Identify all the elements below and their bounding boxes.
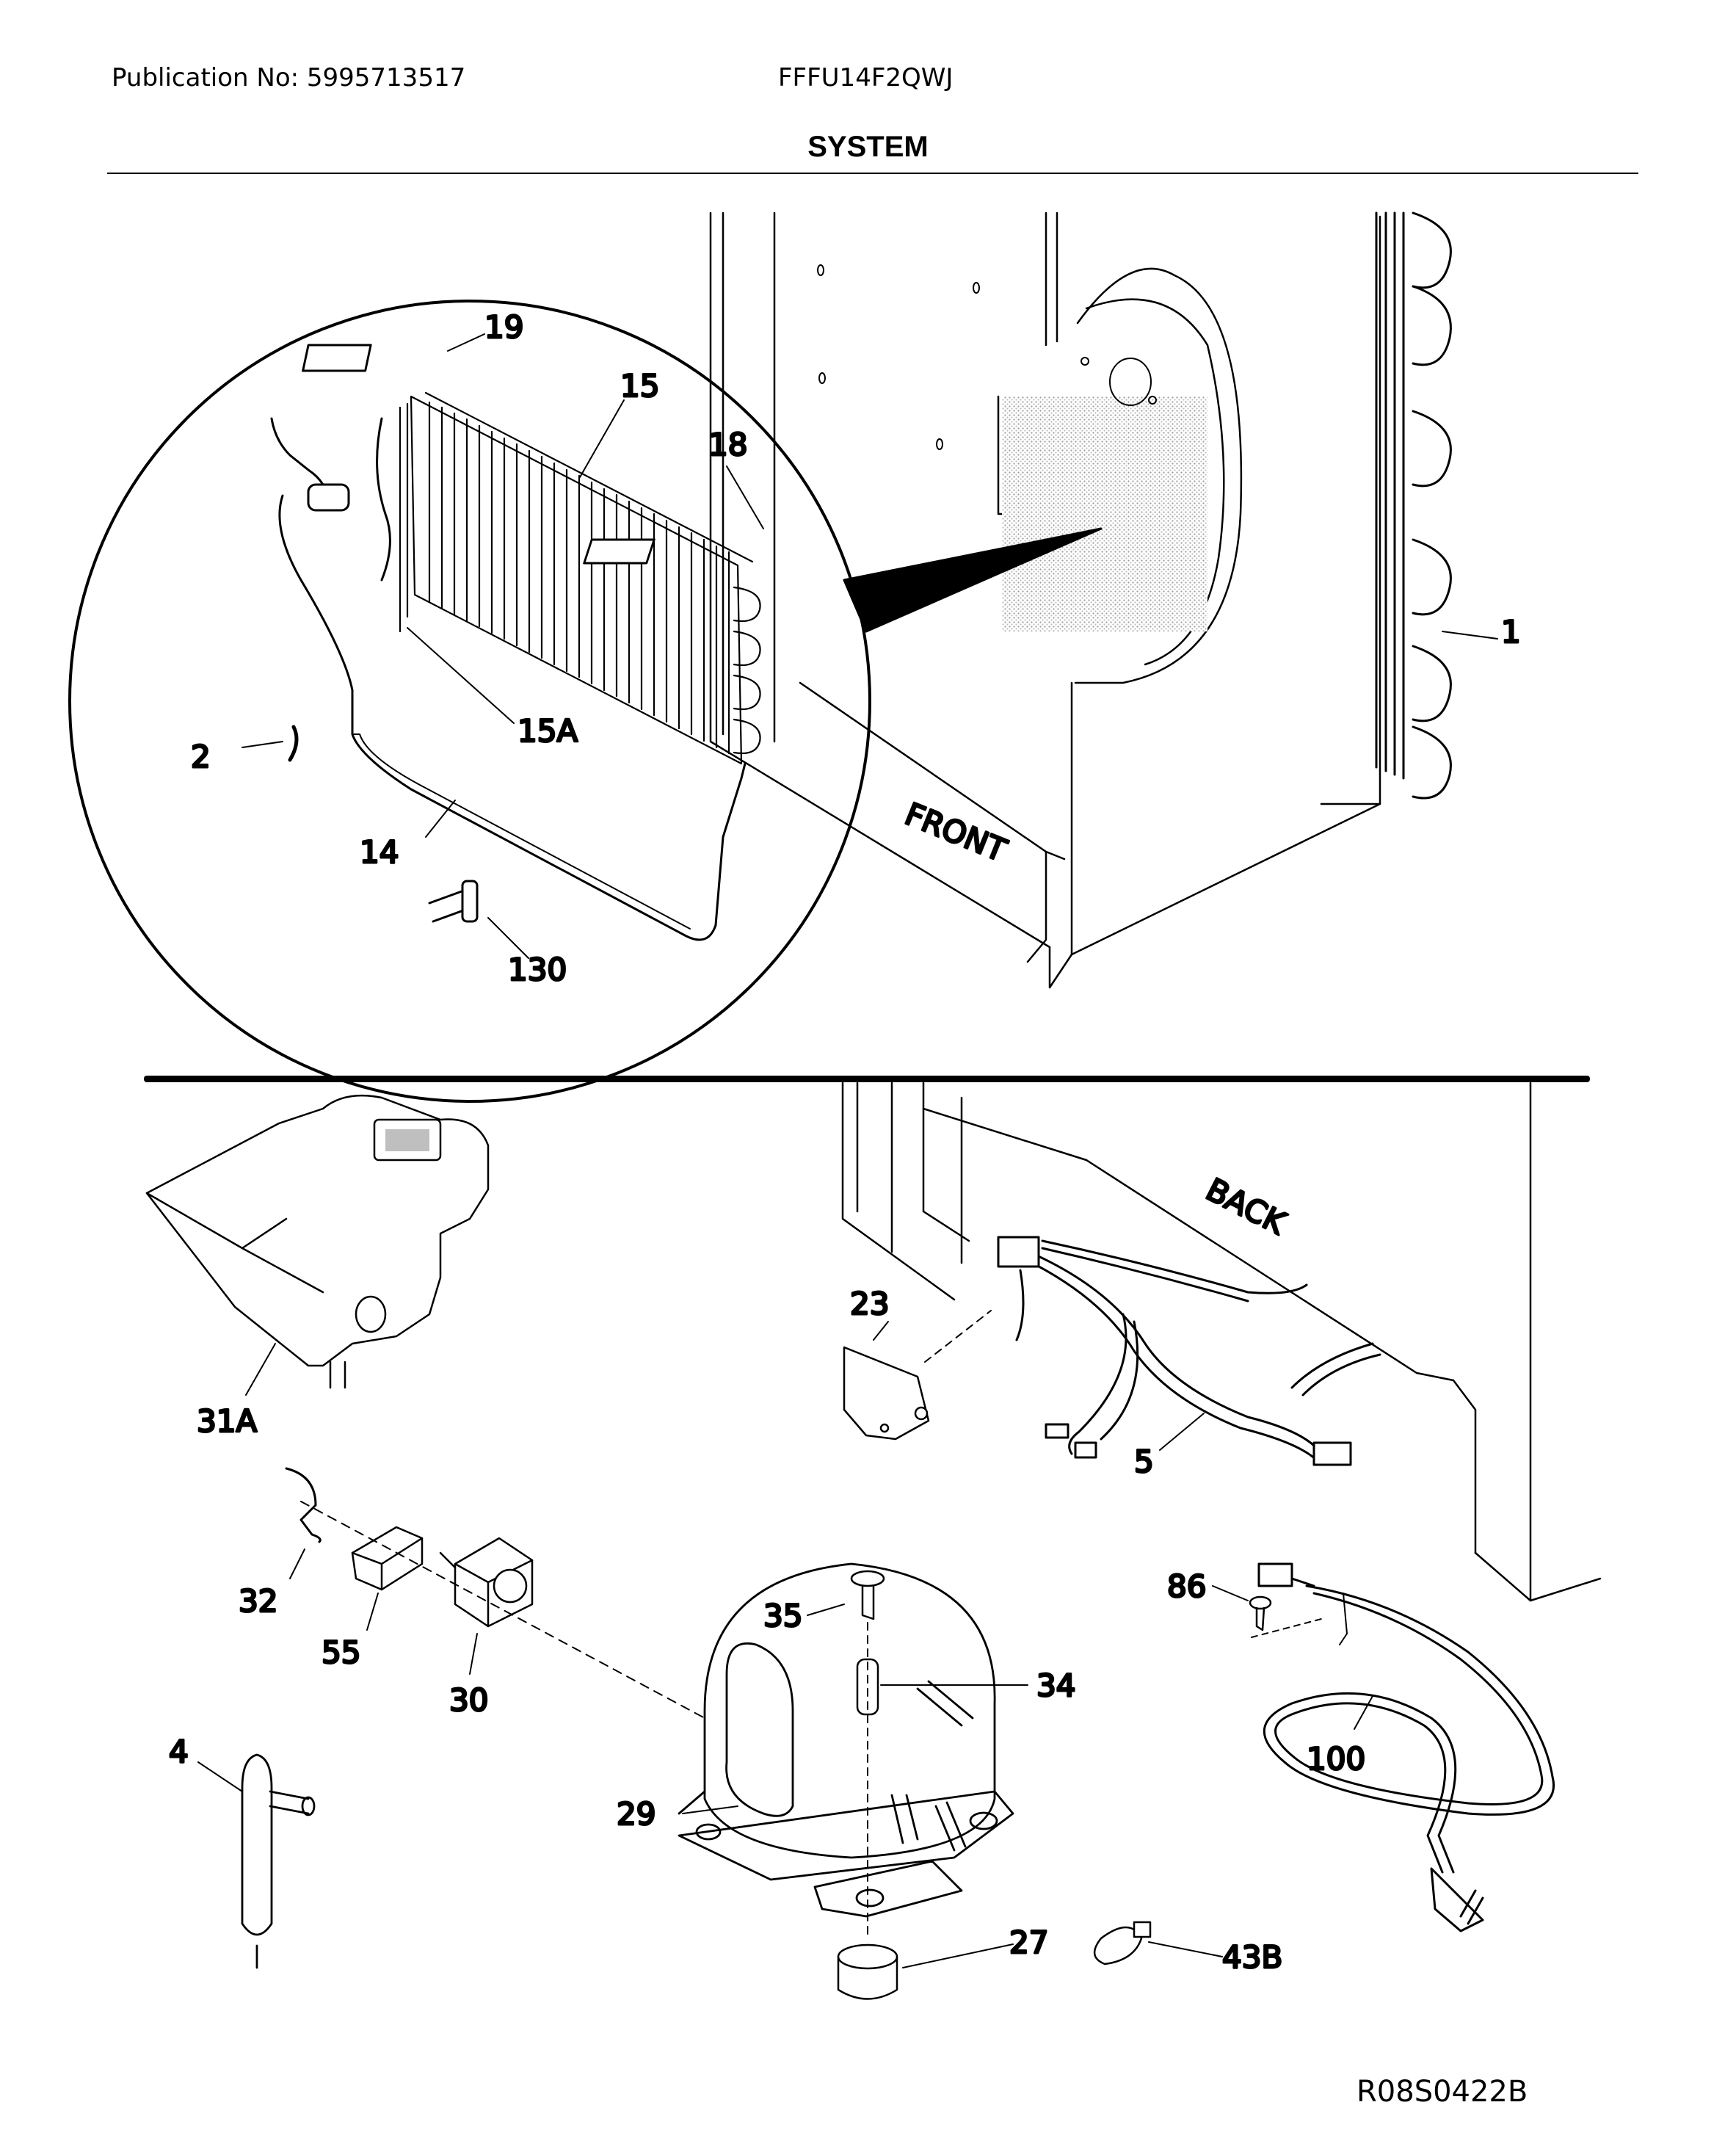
cabinet-back — [841, 1082, 1602, 1602]
clip-32 — [285, 1467, 322, 1543]
model-number: FFFU14F2QWJ — [778, 63, 954, 93]
callout-14: 14 — [360, 834, 399, 870]
callout-5: 5 — [1134, 1443, 1154, 1479]
callout-18: 18 — [708, 427, 747, 463]
drawing-code: R08S0422B — [1357, 2075, 1528, 2109]
filter-drier-4 — [241, 1753, 316, 1969]
screw-86 — [1249, 1595, 1272, 1631]
front-label: FRONT — [900, 796, 1012, 869]
cabinet-holes — [817, 264, 1157, 450]
overload-55 — [351, 1526, 424, 1591]
compressor-29 — [678, 1562, 1014, 1918]
thermostat-bulb — [307, 483, 350, 512]
defrost-heater — [376, 417, 391, 582]
wire-harness-5 — [997, 1236, 1381, 1466]
clamp-43b — [1094, 1926, 1143, 1966]
callout-32: 32 — [239, 1583, 277, 1619]
callout-1: 1 — [1501, 614, 1521, 650]
detail-circle — [68, 300, 871, 1103]
callout-30: 30 — [449, 1682, 488, 1718]
evaporator-cavity — [1002, 396, 1207, 631]
assembly-line — [300, 1501, 705, 1719]
back-label: BACK — [1200, 1171, 1292, 1242]
callout-29: 29 — [617, 1796, 655, 1832]
part-19-block — [302, 344, 372, 372]
section-divider — [144, 1076, 1590, 1082]
publication-number: Publication No: 5995713517 — [112, 63, 466, 93]
cabinet-outline — [709, 211, 1381, 989]
part-18-block — [583, 538, 655, 565]
callout-23: 23 — [850, 1286, 889, 1322]
condenser-coil — [1375, 211, 1452, 800]
drain-pan-31a — [145, 1094, 490, 1389]
callout-100: 100 — [1307, 1741, 1365, 1777]
grommet-27 — [837, 1943, 898, 2000]
callout-15a: 15A — [517, 713, 578, 749]
power-cord-100 — [1257, 1562, 1555, 1932]
callout-19: 19 — [484, 309, 523, 345]
part-2-clip — [288, 725, 299, 762]
callout-86: 86 — [1167, 1568, 1206, 1604]
callout-34: 34 — [1036, 1667, 1075, 1703]
callout-2: 2 — [191, 739, 211, 775]
callout-43b: 43B — [1222, 1939, 1282, 1975]
relay-30 — [439, 1537, 534, 1628]
bolt-35 — [850, 1570, 885, 1620]
callout-27: 27 — [1009, 1924, 1048, 1960]
callout-35: 35 — [763, 1598, 802, 1634]
zoom-pointer — [843, 527, 1103, 633]
callout-130: 130 — [508, 952, 567, 988]
callout-15: 15 — [620, 368, 659, 404]
defrost-timer-23 — [843, 1346, 930, 1441]
callout-55: 55 — [322, 1634, 360, 1670]
evaporator — [399, 391, 761, 765]
callout-4: 4 — [169, 1733, 189, 1769]
header-rule — [107, 173, 1638, 174]
callout-31a: 31A — [197, 1403, 257, 1439]
section-title: SYSTEM — [807, 131, 929, 163]
